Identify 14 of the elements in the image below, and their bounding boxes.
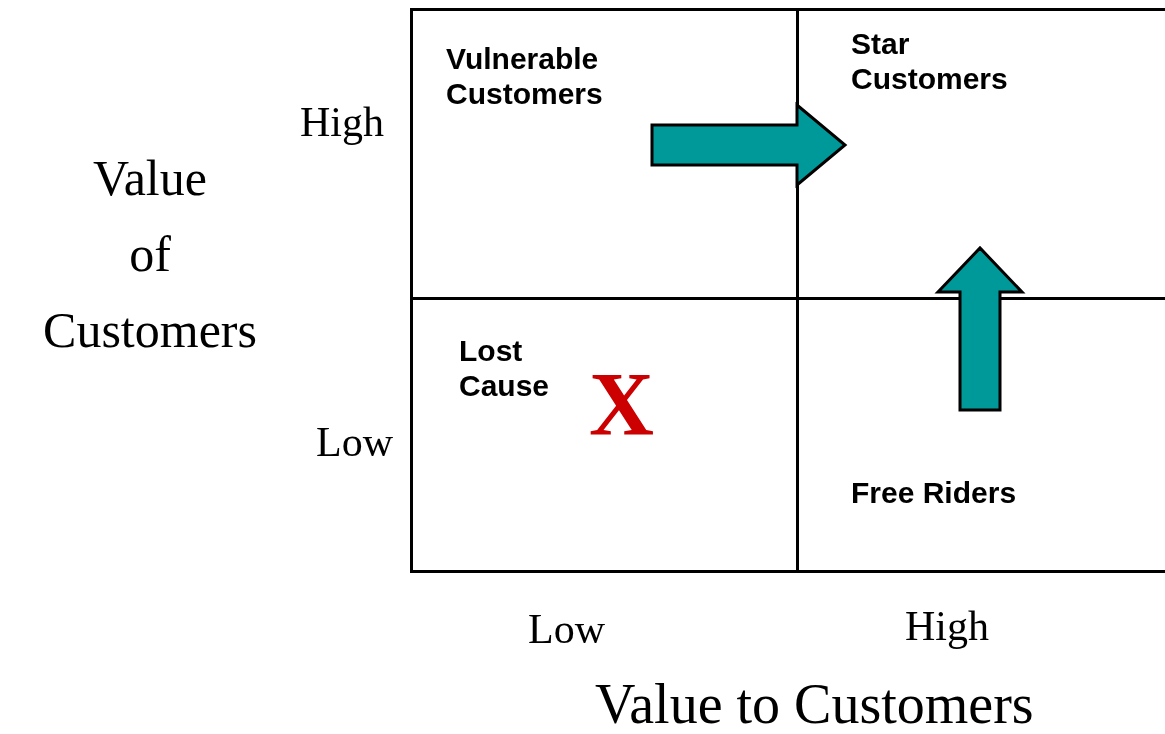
axis-title: Value of Customers: [42, 149, 258, 360]
axis-title: Value to Customers: [595, 672, 1034, 734]
quadrant-title: Free Riders: [851, 475, 1018, 510]
axis-tick-label: Low: [528, 605, 605, 653]
quadrant-title: Lost Cause: [459, 333, 551, 403]
axis-tick-label: High: [300, 98, 384, 146]
cross-mark: X: [589, 360, 654, 450]
block-arrow: [650, 101, 848, 189]
axis-tick-label: High: [905, 602, 989, 650]
quadrant-title: Vulnerable Customers: [446, 41, 604, 111]
quadrant-title: Star Customers: [851, 26, 1009, 96]
axis-tick-label: Low: [316, 418, 393, 466]
block-arrow: [934, 245, 1026, 412]
quadrant-box: [410, 297, 799, 573]
